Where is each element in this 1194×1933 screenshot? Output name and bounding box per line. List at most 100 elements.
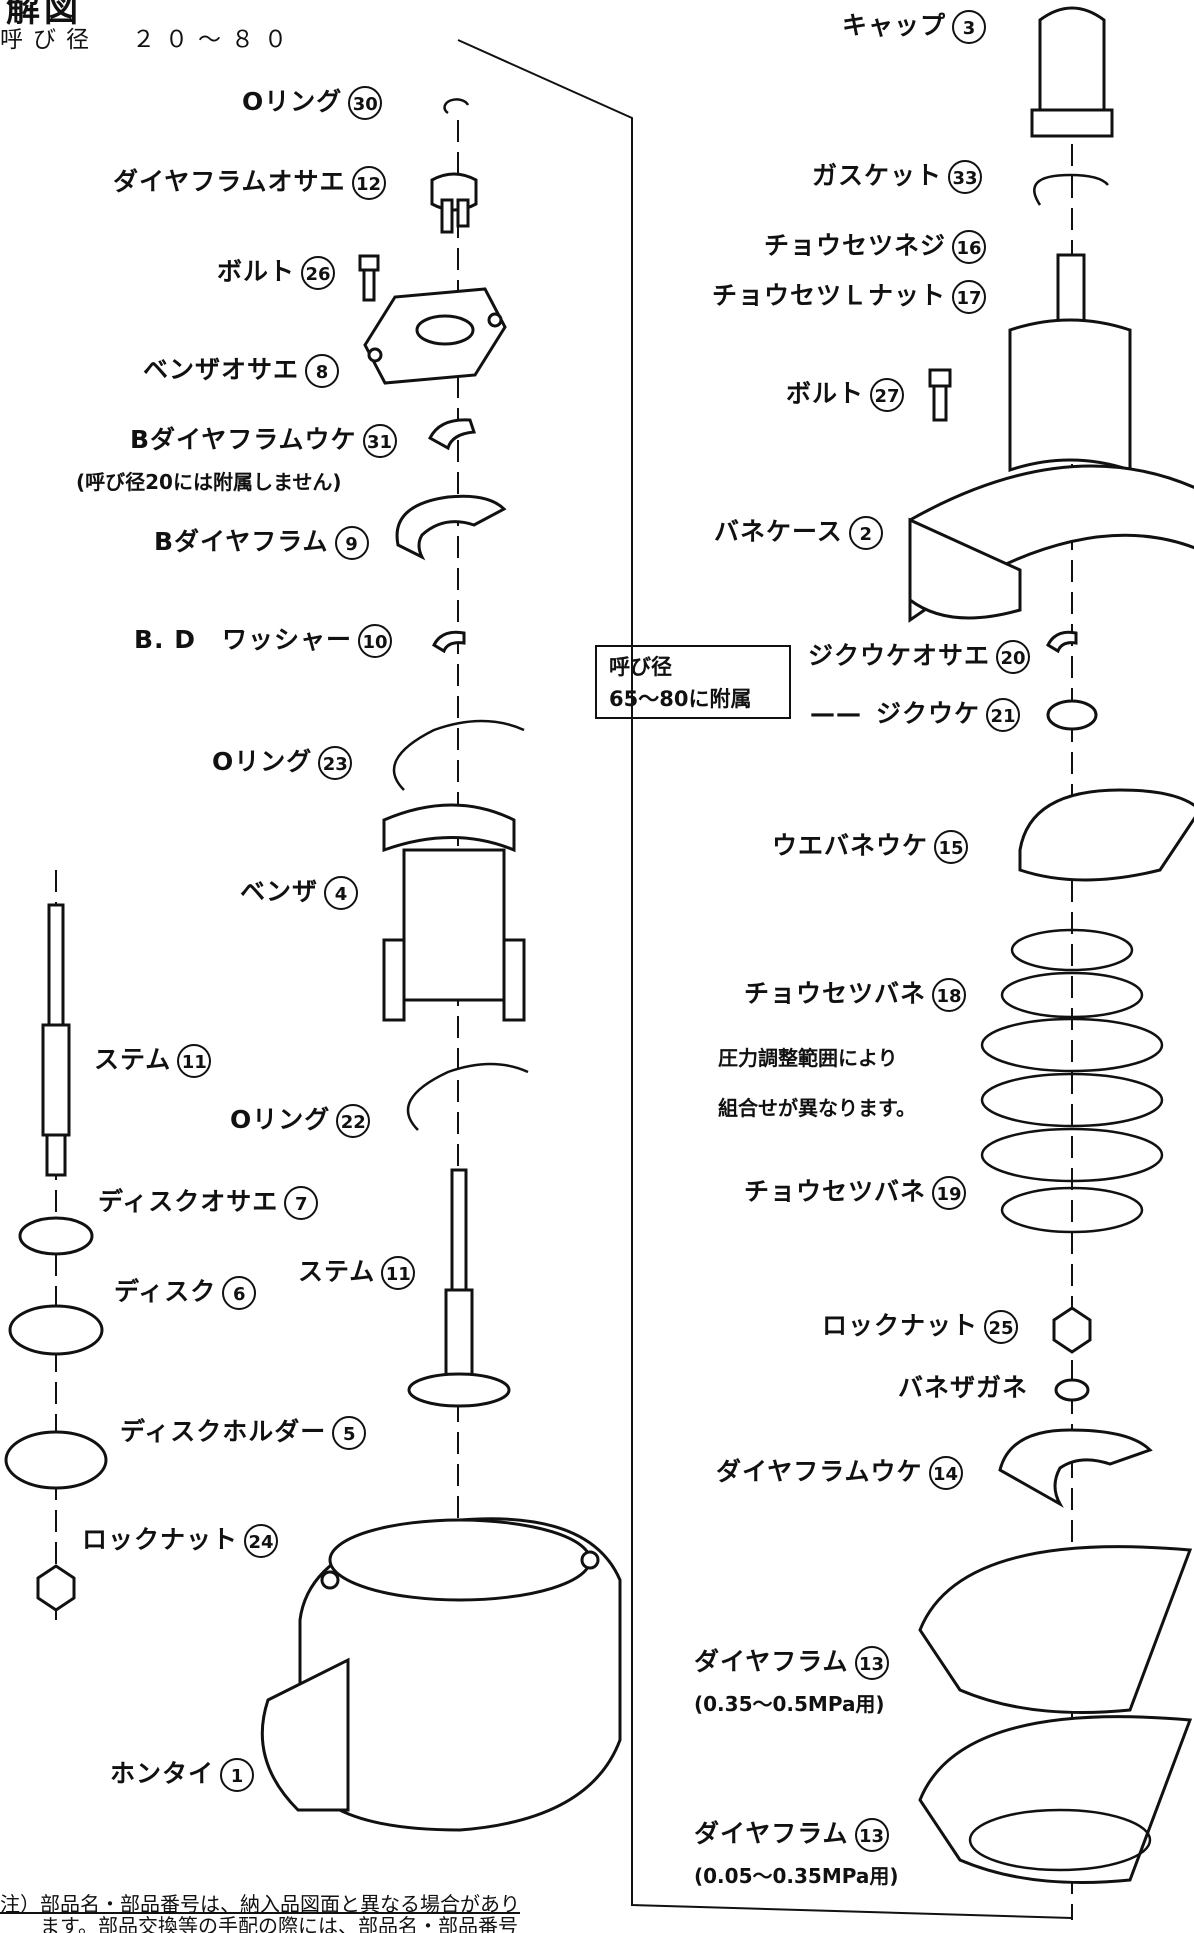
benza-osae-8-shape <box>363 287 507 385</box>
pressure-note-2: 組合せが異なります。 <box>718 1096 916 1120</box>
page-subtitle: 呼び径 ２０～８０ <box>0 27 297 53</box>
part-number-badge: 1 <box>220 1758 255 1792</box>
part-name: チョウセツＬナット <box>712 281 947 310</box>
part-number-badge: 2 <box>848 516 883 550</box>
part-name: ステム <box>94 1045 172 1074</box>
part-name: チョウセツネジ <box>764 231 947 260</box>
spring-18-19-shape <box>980 928 1164 1234</box>
part-number-badge: 10 <box>358 624 393 658</box>
part-name: バネケース <box>714 517 843 546</box>
hontai-1-shape <box>260 1517 622 1832</box>
benza-4-shape <box>382 803 526 1022</box>
part-name: ウエバネウケ <box>772 831 929 860</box>
thrust-osae-20-shape <box>1046 630 1078 654</box>
part-number-badge: 11 <box>381 1256 416 1290</box>
footer-text-2: ます。部品交換等の手配の際には、部品名・部品番号 <box>0 1914 518 1933</box>
b-uke-note: (呼び径20には附属しません) <box>76 470 342 494</box>
oring-30-shape <box>443 98 470 115</box>
part-name: Oリング <box>212 747 313 776</box>
part-number-badge: 9 <box>334 526 369 560</box>
diaphragm-range-a: (0.35～0.5MPa用) <box>694 1692 885 1716</box>
part-name: チョウセツバネ <box>744 1177 927 1206</box>
part-number-badge: 22 <box>336 1104 371 1138</box>
part-number-badge: 33 <box>948 160 983 194</box>
part-name: チョウセツバネ <box>744 979 927 1008</box>
part-number-badge: 23 <box>318 746 353 780</box>
disk-osae-7-shape <box>18 1216 94 1256</box>
diaphragm-range-b: (0.05～0.35MPa用) <box>694 1864 899 1888</box>
part-number-badge: 13 <box>854 1646 889 1680</box>
part-name: ベンザ <box>240 877 319 906</box>
part-name: Oリング <box>242 87 343 116</box>
upper-spring-seat-15-shape <box>1018 788 1194 882</box>
part-name: キャップ <box>842 11 947 40</box>
part-number-badge: 24 <box>244 1524 279 1558</box>
part-name: Bダイヤフラムウケ <box>130 425 357 454</box>
diaphragm-13a-shape <box>918 1545 1193 1714</box>
part-number-badge: 21 <box>986 698 1021 732</box>
part-name: ディスクホルダー <box>120 1417 327 1446</box>
part-name: ジクウケ <box>876 699 981 728</box>
connector-dash: —— <box>810 699 862 728</box>
stem-11-left-shape <box>41 903 71 1177</box>
part-name: ディスク <box>114 1277 217 1306</box>
part-name: ジクウケオサエ <box>808 641 991 670</box>
part-number-badge: 5 <box>332 1416 367 1450</box>
size-note-box: 呼び径 65～80に附属 <box>595 645 791 719</box>
part-number-badge: 11 <box>177 1044 212 1078</box>
part-number-badge: 27 <box>870 378 905 412</box>
part-number-badge: 25 <box>984 1310 1019 1344</box>
part-name: ホンタイ <box>110 1759 215 1788</box>
footer-line-2: ます。部品交換等の手配の際には、部品名・部品番号 <box>0 1915 600 1933</box>
part-number-badge: 13 <box>854 1818 889 1852</box>
footer-line-1: 注）部品名・部品番号は、納入品図面と異なる場合があり <box>0 1893 600 1915</box>
part-number-badge: 4 <box>324 876 359 910</box>
part-name: Bダイヤフラム <box>154 527 329 556</box>
page-title: 解図 <box>6 0 82 30</box>
part-name: Oリング <box>230 1105 331 1134</box>
spring-case-2-shape <box>908 253 1194 623</box>
part-number-badge: 31 <box>362 424 397 458</box>
part-number-badge: 30 <box>348 86 383 120</box>
part-name: ステム <box>298 1257 376 1286</box>
part-name: ディスクオサエ <box>98 1187 279 1216</box>
diaphragm-osae-12-shape <box>430 172 478 234</box>
part-name: ボルト <box>786 379 865 408</box>
part-number-badge: 6 <box>222 1276 257 1310</box>
part-name: B. D ワッシャー <box>134 625 353 654</box>
disk-6-shape <box>8 1304 104 1356</box>
bd-washer-10-shape <box>432 630 466 654</box>
thrust-21-shape <box>1046 699 1098 731</box>
bolt-26-shape <box>358 254 380 302</box>
stem-11-center-shape <box>407 1168 511 1408</box>
